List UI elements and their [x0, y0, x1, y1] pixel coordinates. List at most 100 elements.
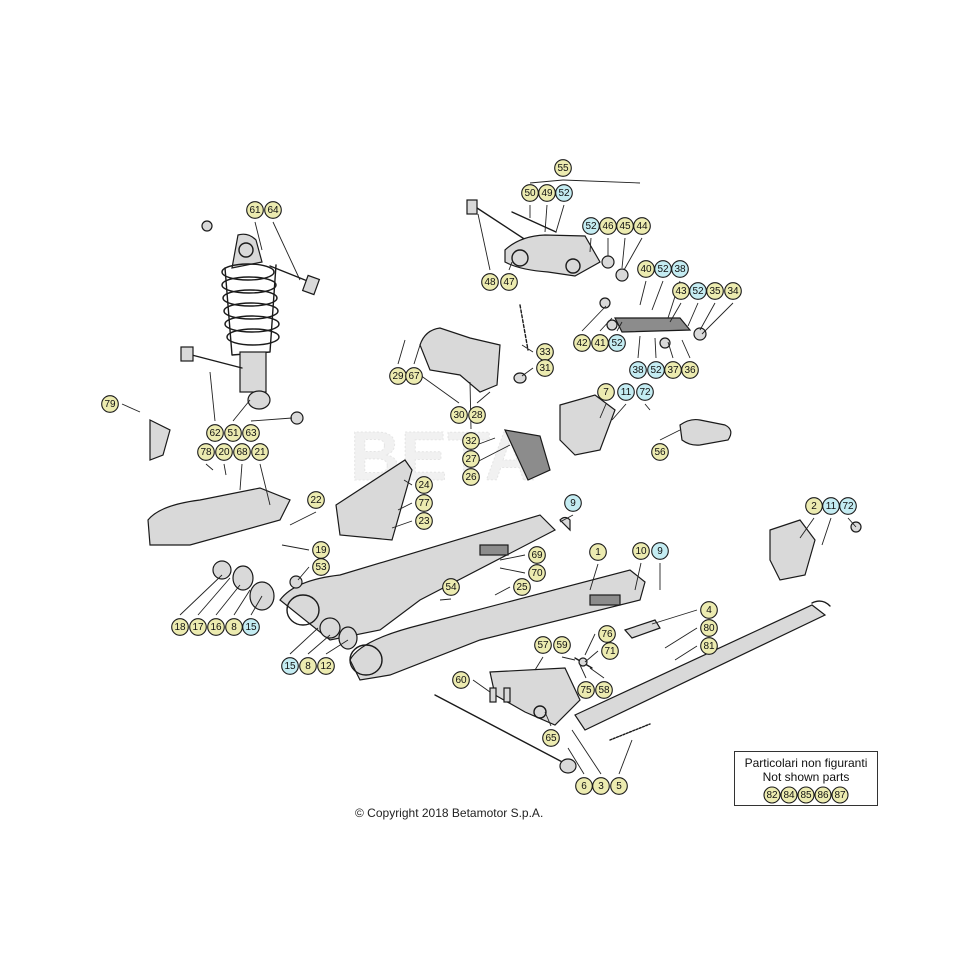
leader-line: [589, 237, 592, 253]
callout-number: 81: [703, 641, 715, 652]
callout-number: 56: [654, 447, 666, 458]
leader-line: [644, 403, 651, 411]
callout-circle: [797, 786, 815, 804]
callout-circle: [595, 681, 613, 699]
part-callout-8: 8: [225, 618, 243, 636]
part-callout-32: 32: [462, 432, 480, 450]
callout-number: 8: [305, 661, 311, 672]
part-callout-70: 70: [528, 564, 546, 582]
part-callout-49: 49: [538, 184, 556, 202]
part-callout-26: 26: [462, 468, 480, 486]
part-callout-4: 4: [700, 601, 718, 619]
part-callout-1: 1: [589, 543, 607, 561]
leader-line: [669, 302, 682, 323]
callout-circle: [405, 367, 423, 385]
callout-number: 87: [834, 790, 846, 801]
part-callout-67: 67: [405, 367, 423, 385]
part-callout-52: 52: [647, 361, 665, 379]
callout-number: 38: [674, 264, 686, 275]
callout-circle: [839, 497, 857, 515]
part-callout-29: 29: [389, 367, 407, 385]
leader-line: [623, 237, 643, 271]
callout-circle: [101, 395, 119, 413]
callout-number: 21: [254, 447, 266, 458]
leader-line: [555, 204, 565, 233]
callout-number: 40: [640, 264, 652, 275]
callout-circle: [215, 443, 233, 461]
callout-circle: [534, 636, 552, 654]
leader-line: [439, 598, 452, 601]
callout-number: 1: [595, 547, 601, 558]
part-callout-58: 58: [595, 681, 613, 699]
callout-number: 11: [826, 501, 837, 512]
part-callout-53: 53: [312, 558, 330, 576]
leader-line: [413, 344, 421, 365]
part-callout-8: 8: [299, 657, 317, 675]
leader-line: [223, 463, 227, 476]
callout-number: 85: [800, 790, 812, 801]
callout-number: 7: [603, 387, 609, 398]
callout-number: 62: [209, 428, 221, 439]
callout-circle: [629, 361, 647, 379]
callout-number: 51: [227, 428, 239, 439]
callout-number: 80: [703, 623, 715, 634]
callout-number: 35: [709, 286, 721, 297]
leader-line: [397, 502, 413, 511]
callout-number: 30: [453, 410, 465, 421]
part-callout-56: 56: [651, 443, 669, 461]
leader-line: [239, 463, 243, 491]
callout-circle: [281, 657, 299, 675]
callout-circle: [233, 443, 251, 461]
callout-number: 3: [598, 781, 604, 792]
part-callout-61: 61: [246, 201, 264, 219]
part-callout-82: 82: [763, 786, 781, 804]
callout-number: 24: [418, 480, 430, 491]
leader-line: [297, 566, 310, 581]
callout-circle: [468, 406, 486, 424]
callout-circle: [651, 542, 669, 560]
callout-number: 43: [675, 286, 687, 297]
callout-number: 52: [692, 286, 704, 297]
callout-number: 65: [545, 733, 557, 744]
part-callout-65: 65: [542, 729, 560, 747]
leader-line: [637, 335, 641, 359]
callout-number: 42: [576, 338, 588, 349]
part-callout-85: 85: [797, 786, 815, 804]
callout-circle: [598, 625, 616, 643]
part-callout-87: 87: [831, 786, 849, 804]
callout-number: 82: [766, 790, 778, 801]
leader-line: [403, 479, 413, 486]
callout-number: 23: [418, 516, 430, 527]
part-callout-6: 6: [575, 777, 593, 795]
not-shown-parts-legend: Particolari non figuranti Not shown part…: [734, 751, 878, 806]
part-callout-71: 71: [601, 642, 619, 660]
callout-number: 86: [817, 790, 829, 801]
leader-line: [584, 650, 599, 663]
part-callout-24: 24: [415, 476, 433, 494]
part-callout-16: 16: [207, 618, 225, 636]
callout-number: 50: [524, 188, 536, 199]
callout-number: 52: [611, 338, 623, 349]
leader-line: [561, 656, 576, 661]
leader-line: [289, 627, 319, 655]
callout-circle: [554, 159, 572, 177]
leader-line: [419, 374, 460, 404]
callout-number: 20: [218, 447, 230, 458]
part-callout-35: 35: [706, 282, 724, 300]
callout-circle: [610, 777, 628, 795]
part-callout-33: 33: [536, 343, 554, 361]
leader-line: [499, 567, 526, 574]
chain-guide: [147, 419, 413, 546]
legend-title-italian: Particolari non figuranti: [744, 756, 868, 770]
callout-number: 9: [570, 498, 576, 509]
callout-circle: [617, 383, 635, 401]
callout-circle: [500, 273, 518, 291]
linkage-bolts-and-rocker: [466, 199, 732, 446]
callout-number: 55: [557, 163, 569, 174]
callout-number: 4: [706, 605, 712, 616]
leader-line: [215, 584, 241, 616]
brake-pedal-group: [419, 304, 551, 481]
leader-line: [847, 517, 857, 528]
callout-number: 52: [585, 221, 597, 232]
